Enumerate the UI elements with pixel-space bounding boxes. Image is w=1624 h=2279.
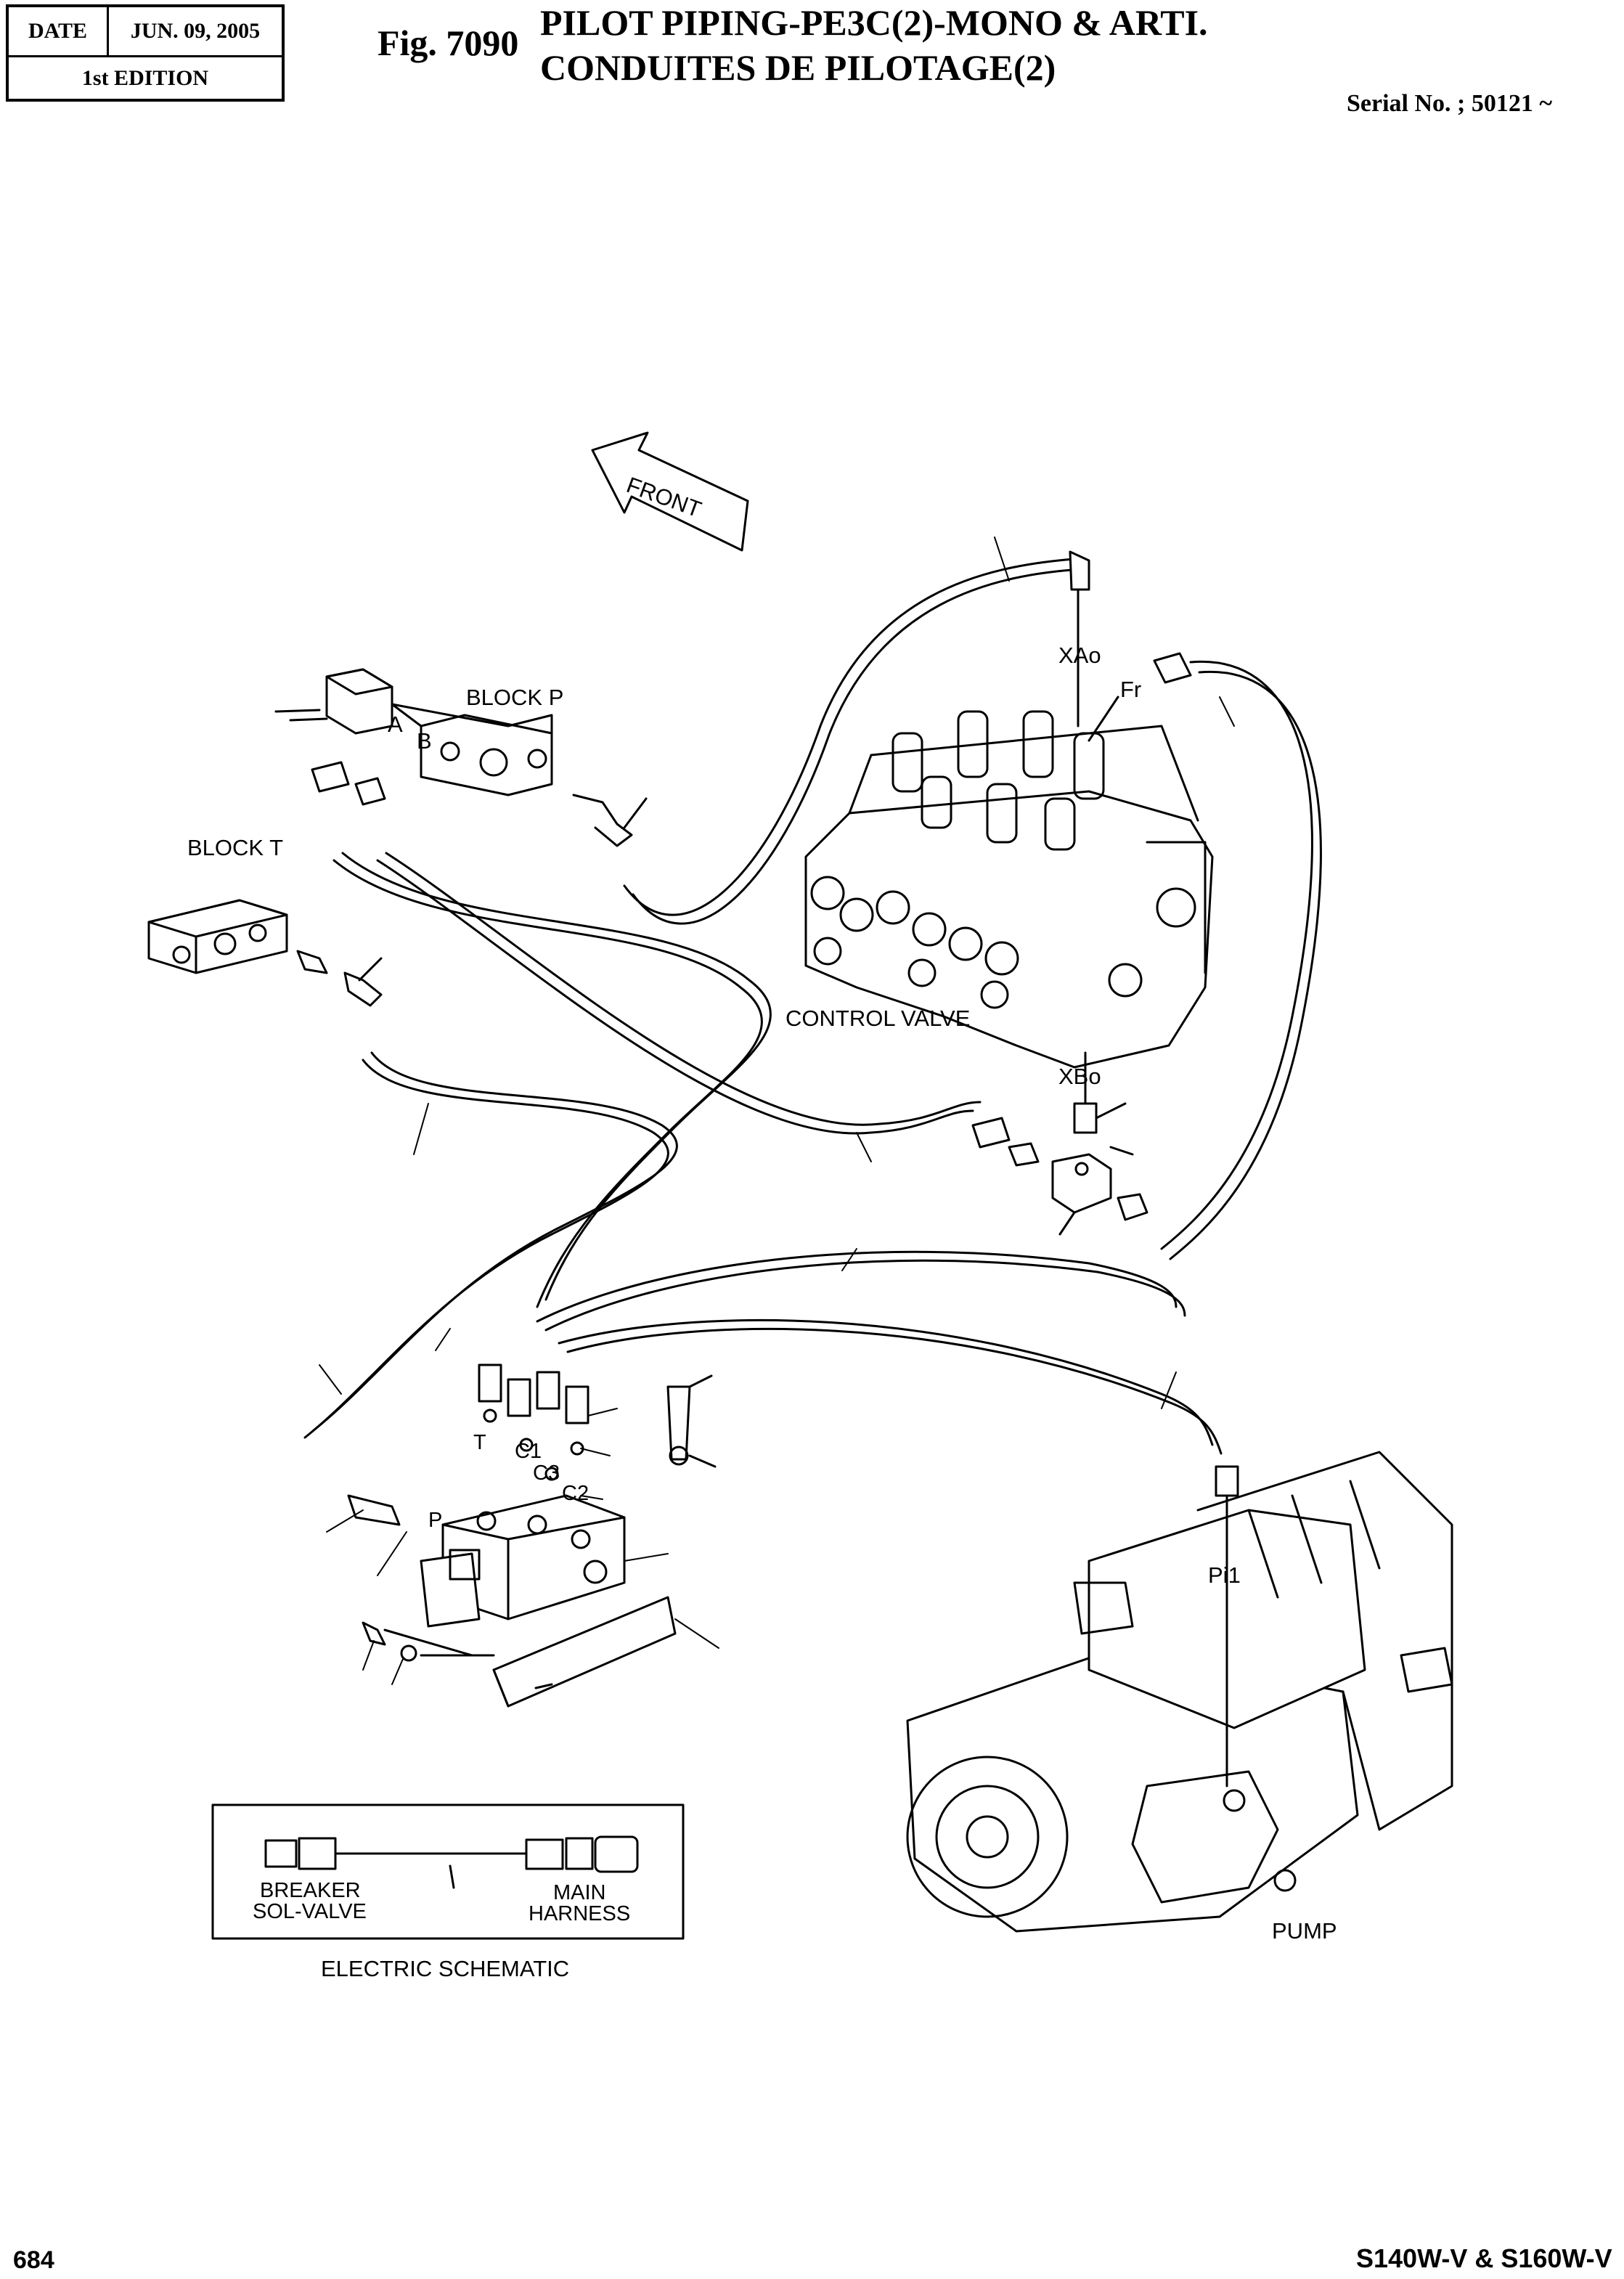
port-b-label: B	[417, 728, 432, 754]
block-t	[147, 899, 383, 1007]
figure-number: Fig. 7090	[378, 23, 519, 63]
hoses	[303, 558, 1322, 1455]
harness-label-line2: HARNESS	[529, 1902, 630, 1925]
model-name: S140W-V & S160W-V	[1356, 2243, 1612, 2273]
harness-label-line1: MAIN	[553, 1881, 606, 1904]
serial-number: Serial No. ; 50121 ~	[1347, 90, 1553, 117]
center-fittings	[478, 1363, 717, 1481]
xbo-block	[971, 1051, 1148, 1236]
pi1-label: Pi1	[1208, 1562, 1241, 1588]
pump	[906, 1451, 1453, 1933]
control-valve	[804, 550, 1214, 1069]
breaker-label-line2: SOL-VALVE	[253, 1900, 367, 1923]
title-french: CONDUITES DE PILOTAGE(2)	[540, 47, 1056, 88]
edition-info-box: DATE JUN. 09, 2005 1st EDITION	[6, 4, 285, 102]
breaker-solenoid-valve	[347, 1494, 677, 1708]
title-english: PILOT PIPING-PE3C(2)-MONO & ARTI.	[540, 2, 1208, 43]
date-value: JUN. 09, 2005	[130, 19, 261, 43]
page-number: 684	[13, 2246, 54, 2274]
edition-label: 1st EDITION	[81, 66, 209, 90]
date-label: DATE	[9, 7, 109, 55]
leader-lines	[319, 537, 1235, 1685]
breaker-label-line1: BREAKER	[260, 1879, 361, 1902]
port-p-label: P	[428, 1509, 442, 1532]
port-c2-label: C2	[562, 1482, 589, 1505]
xbo-label: XBo	[1058, 1064, 1101, 1089]
port-a-label: A	[388, 712, 403, 737]
electric-schematic-label: ELECTRIC SCHEMATIC	[321, 1956, 569, 1981]
electric-schematic-box	[211, 1803, 685, 1940]
block-t-label: BLOCK T	[187, 835, 283, 860]
fr-label: Fr	[1120, 677, 1141, 702]
port-c1-label: C1	[515, 1440, 542, 1463]
pump-label: PUMP	[1272, 1918, 1337, 1944]
front-arrow	[591, 431, 749, 552]
block-p	[274, 668, 648, 847]
date-row: DATE JUN. 09, 2005	[9, 7, 282, 57]
block-p-label: BLOCK P	[466, 685, 563, 710]
xao-label: XAo	[1058, 643, 1101, 668]
port-c3-label: C3	[533, 1461, 560, 1485]
control-valve-label: CONTROL VALVE	[786, 1006, 970, 1031]
port-t-label: T	[473, 1431, 486, 1454]
